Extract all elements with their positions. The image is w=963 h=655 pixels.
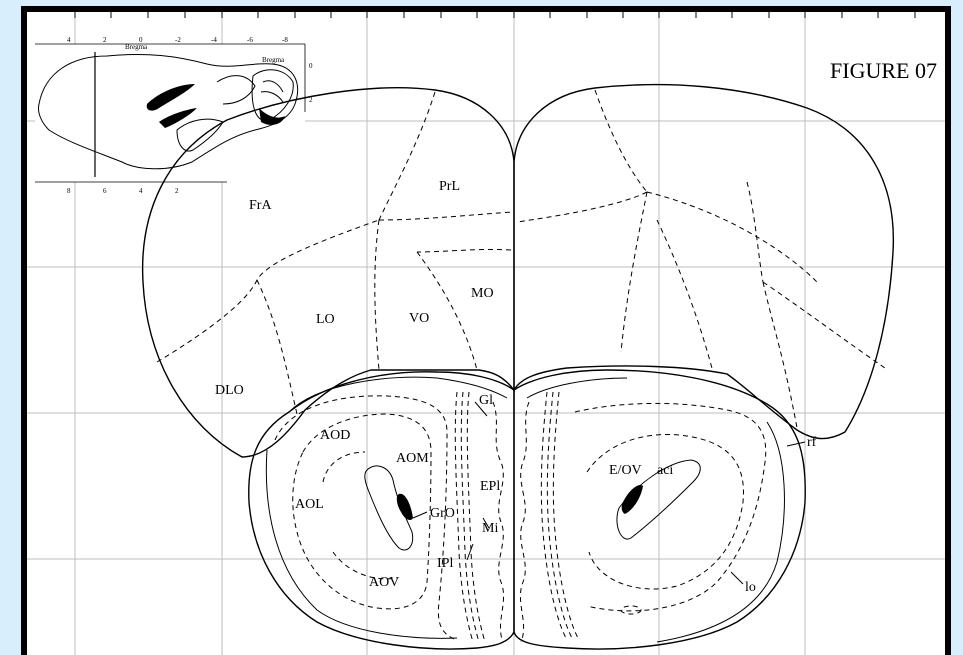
label-Gl: Gl: [479, 393, 493, 408]
label-GrO: GrO: [430, 506, 455, 521]
inset-bottom-tick: 2: [175, 187, 179, 195]
label-MO: MO: [471, 286, 494, 301]
inset-bottom-tick: 8: [67, 187, 71, 195]
label-aci: aci: [657, 463, 673, 478]
inset-top-tick: -4: [211, 36, 217, 44]
label-IPl: IPl: [437, 556, 453, 571]
label-LO: LO: [316, 312, 335, 327]
label-AOL: AOL: [295, 497, 324, 512]
sagittal-inset: 4 2 0 -2 -4 -6 -8 Bregma Bregma 8 6 4 2 …: [35, 36, 313, 195]
inset-top-tick: -6: [247, 36, 253, 44]
label-VO: VO: [409, 311, 429, 326]
inset-bottom-tick: 6: [103, 187, 107, 195]
label-Mi: Mi: [482, 521, 498, 536]
label-EPl: EPl: [480, 479, 500, 494]
label-AOM: AOM: [396, 451, 429, 466]
atlas-section-diagram: 4 2 0 -2 -4 -6 -8 Bregma Bregma 8 6 4 2 …: [27, 12, 945, 655]
leader-lines: [413, 402, 805, 584]
inset-top-tick: -2: [175, 36, 181, 44]
right-olfactory-bulb: [514, 370, 805, 649]
inset-top-tick: 2: [103, 36, 107, 44]
inset-top-tick: -8: [282, 36, 288, 44]
inset-bregma-label: Bregma: [262, 56, 285, 64]
label-AOV: AOV: [369, 575, 399, 590]
right-hemisphere-outline: [514, 85, 893, 439]
inset-bottom-tick: 4: [139, 187, 143, 195]
label-lo: lo: [745, 580, 756, 595]
figure-title: FIGURE 07: [830, 58, 937, 84]
label-FrA: FrA: [249, 198, 272, 213]
inset-right-tick: 0: [309, 62, 313, 70]
top-axis-ticks: [75, 12, 915, 18]
atlas-figure-frame: 4 2 0 -2 -4 -6 -8 Bregma Bregma 8 6 4 2 …: [21, 6, 951, 655]
label-PrL: PrL: [439, 179, 460, 194]
inset-top-tick: 4: [67, 36, 71, 44]
label-E-OV: E/OV: [609, 463, 642, 478]
label-DLO: DLO: [215, 383, 244, 398]
label-AOD: AOD: [320, 428, 350, 443]
label-rf: rf: [807, 435, 817, 450]
inset-bregma-label: Bregma: [125, 43, 148, 51]
